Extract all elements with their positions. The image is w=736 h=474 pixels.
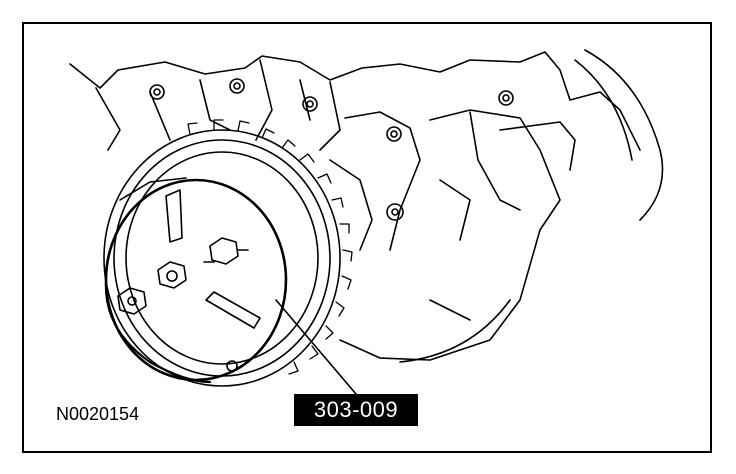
tool-number-callout: 303-009 (294, 394, 418, 426)
figure-id: N0020154 (56, 404, 140, 424)
block-bolts (149, 78, 514, 372)
tool-bolt-center (157, 261, 187, 289)
figure-frame (22, 22, 712, 453)
tool-bolt-lower (117, 287, 147, 315)
callout-leader (275, 299, 357, 395)
holding-tool (104, 177, 288, 384)
tool-bolt-upper (203, 237, 249, 265)
engine-block (69, 49, 664, 363)
